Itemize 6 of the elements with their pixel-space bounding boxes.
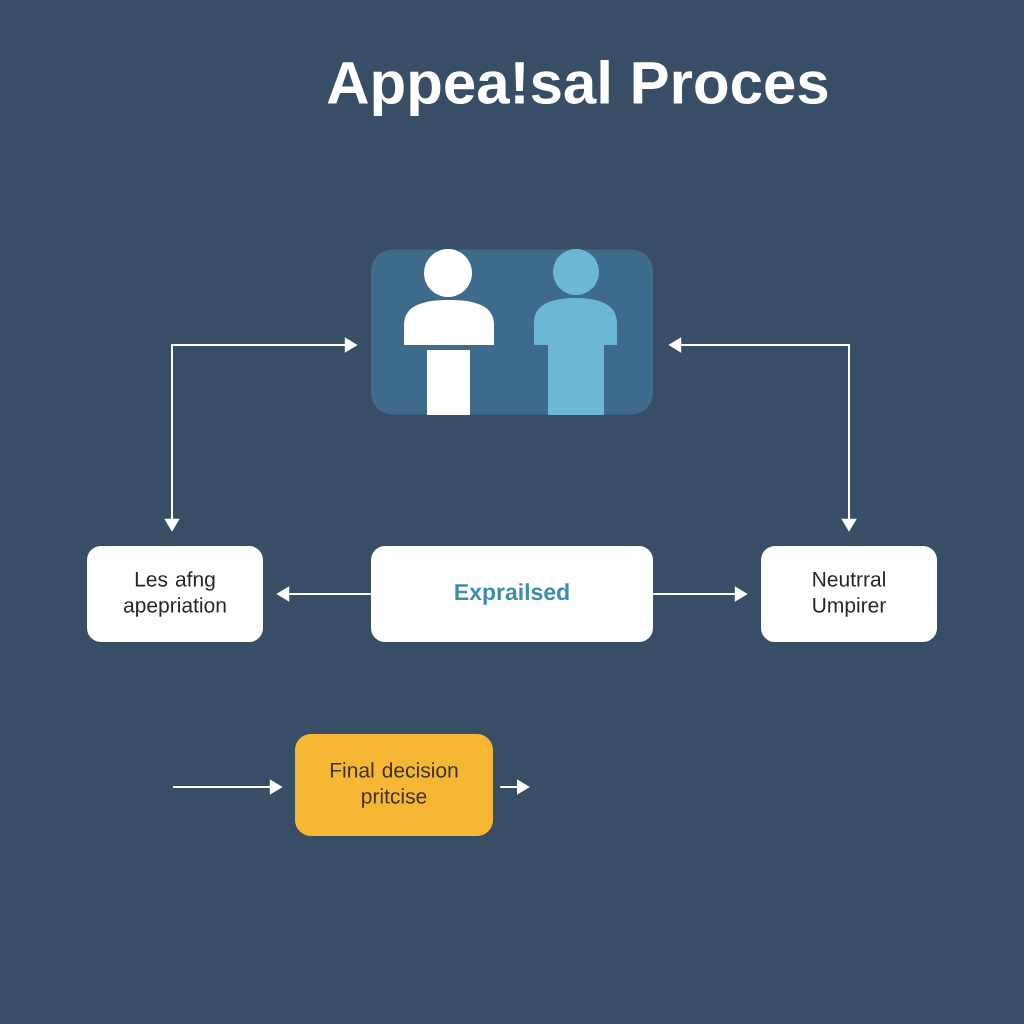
process-box: Les afng apepriation bbox=[87, 546, 263, 642]
decision-box: Final decision pritcise bbox=[295, 734, 493, 836]
process-box: Exprailsed bbox=[371, 546, 653, 642]
title: Appea!sal Proces bbox=[327, 60, 828, 116]
process-box: Neutrral Umpirer bbox=[761, 546, 937, 642]
people-picture bbox=[371, 249, 653, 415]
